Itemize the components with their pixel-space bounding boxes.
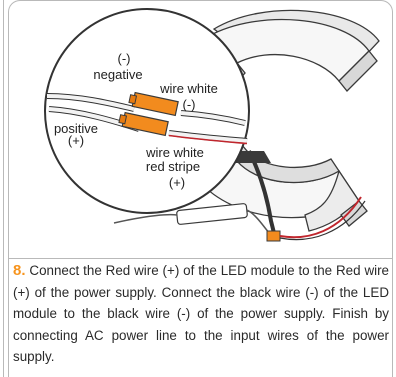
- final-instruction: Finish by connecting AC power line to th…: [13, 306, 389, 364]
- left-margin-rule: [3, 0, 4, 377]
- label-red-stripe-line2: red stripe: [146, 159, 200, 174]
- label-positive-sign: (+): [68, 133, 84, 148]
- wiring-illustration: (-) negative wire white (-) positive (+)…: [44, 8, 380, 242]
- step-text: Connect the Red wire (+) of the LED modu…: [13, 263, 389, 321]
- label-positive: positive: [54, 121, 98, 136]
- figure-labels: (-) negative wire white (-) positive (+)…: [54, 51, 218, 190]
- step-instruction: 8. Connect the Red wire (+) of the LED m…: [13, 260, 389, 368]
- section-divider: [8, 258, 393, 259]
- bottom-connector: [266, 196, 366, 242]
- zoomed-wires: [46, 91, 248, 145]
- label-wire-white: wire white: [159, 81, 218, 96]
- magnifier-circle: [44, 8, 250, 214]
- label-red-stripe-line1: wire white: [145, 145, 204, 160]
- label-red-stripe-sign: (+): [169, 175, 185, 190]
- label-wire-white-sign: (-): [183, 97, 196, 112]
- step-number: 8.: [13, 262, 26, 279]
- label-negative: negative: [93, 67, 142, 82]
- label-negative-sign: (-): [118, 51, 131, 66]
